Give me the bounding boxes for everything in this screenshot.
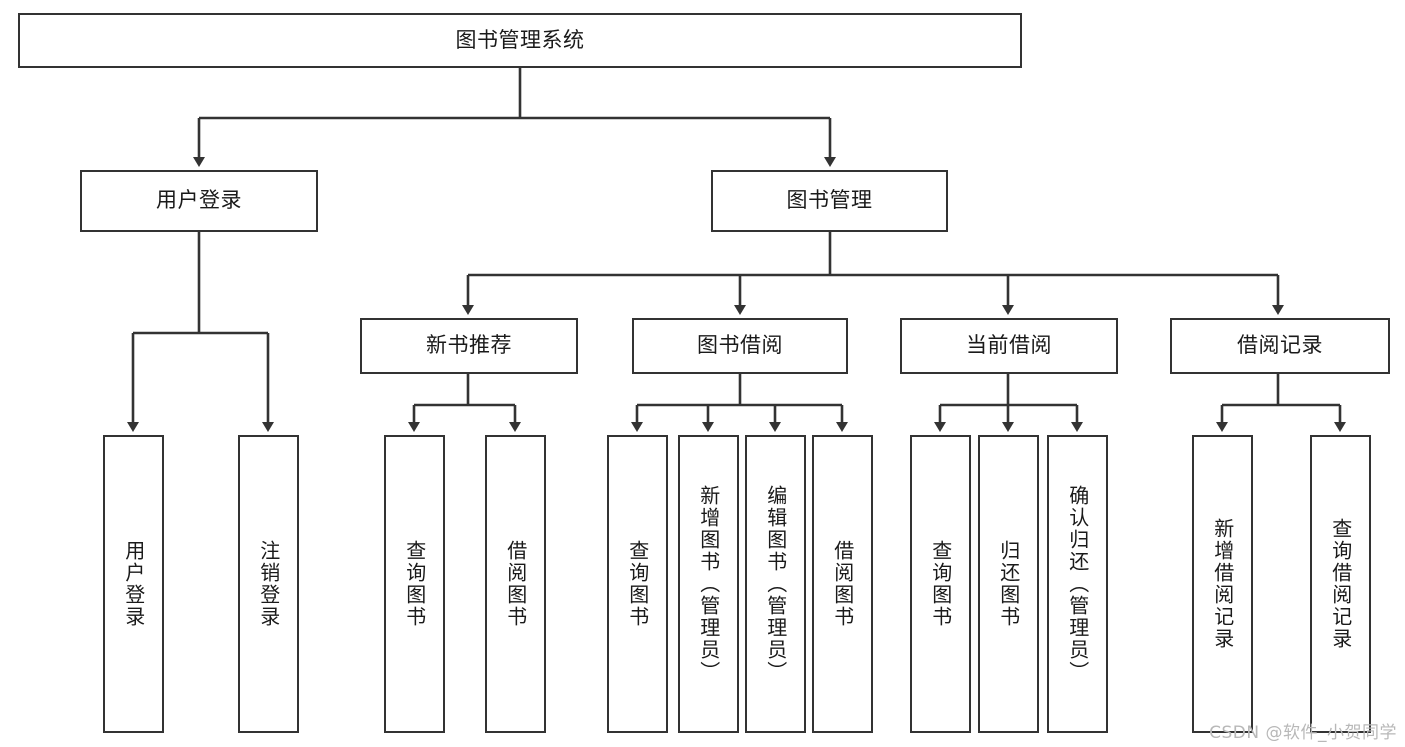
- leaf-confirm-return-admin[interactable]: 确认归还（管理员）: [1047, 435, 1108, 733]
- leaf-borrow-books-borrowing[interactable]: 借阅图书: [812, 435, 873, 733]
- node-root-book-management-system[interactable]: 图书管理系统: [18, 13, 1022, 68]
- node-new-book-recommendation[interactable]: 新书推荐: [360, 318, 578, 374]
- node-label: 借阅记录: [1237, 333, 1323, 358]
- node-label: 查询借阅记录: [1328, 518, 1353, 650]
- leaf-edit-book-admin[interactable]: 编辑图书（管理员）: [745, 435, 806, 733]
- node-user-login[interactable]: 用户登录: [80, 170, 318, 232]
- node-book-management[interactable]: 图书管理: [711, 170, 948, 232]
- leaf-return-books[interactable]: 归还图书: [978, 435, 1039, 733]
- leaf-logout[interactable]: 注销登录: [238, 435, 299, 733]
- node-label: 用户登录: [121, 540, 146, 628]
- watermark: CSDN @软件_小贺同学: [1209, 723, 1397, 743]
- node-label: 当前借阅: [966, 333, 1052, 358]
- leaf-query-books-recommendation[interactable]: 查询图书: [384, 435, 445, 733]
- node-label: 图书借阅: [697, 333, 783, 358]
- node-borrow-records[interactable]: 借阅记录: [1170, 318, 1390, 374]
- node-book-borrowing[interactable]: 图书借阅: [632, 318, 848, 374]
- leaf-borrow-books-recommendation[interactable]: 借阅图书: [485, 435, 546, 733]
- leaf-query-books-borrowing[interactable]: 查询图书: [607, 435, 668, 733]
- node-label: 借阅图书: [503, 540, 528, 628]
- node-label: 用户登录: [156, 188, 242, 213]
- node-label: 确认归还（管理员）: [1065, 485, 1090, 683]
- node-label: 新增图书（管理员）: [696, 485, 721, 683]
- node-label: 新书推荐: [426, 333, 512, 358]
- node-current-borrowing[interactable]: 当前借阅: [900, 318, 1118, 374]
- node-label: 借阅图书: [830, 540, 855, 628]
- leaf-user-login[interactable]: 用户登录: [103, 435, 164, 733]
- node-label: 查询图书: [625, 540, 650, 628]
- node-label: 归还图书: [996, 540, 1021, 628]
- leaf-query-borrow-record[interactable]: 查询借阅记录: [1310, 435, 1371, 733]
- node-label: 注销登录: [256, 540, 281, 628]
- node-label: 新增借阅记录: [1210, 518, 1235, 650]
- node-label: 查询图书: [402, 540, 427, 628]
- node-label: 图书管理: [786, 188, 873, 213]
- leaf-add-borrow-record[interactable]: 新增借阅记录: [1192, 435, 1253, 733]
- leaf-add-book-admin[interactable]: 新增图书（管理员）: [678, 435, 739, 733]
- leaf-query-books-current[interactable]: 查询图书: [910, 435, 971, 733]
- node-label: 查询图书: [928, 540, 953, 628]
- node-label: 图书管理系统: [455, 27, 585, 52]
- node-label: 编辑图书（管理员）: [763, 485, 788, 683]
